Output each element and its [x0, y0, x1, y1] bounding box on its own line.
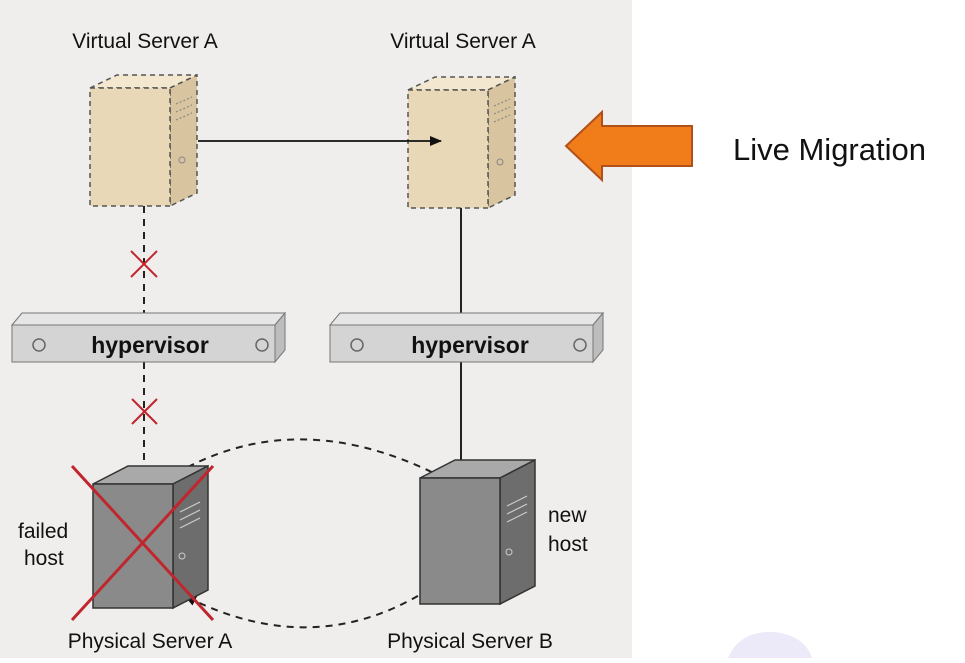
virtual-server-right-icon [407, 75, 516, 210]
migration-curve-upper [164, 438, 463, 489]
new-host-label-line2: host [548, 533, 588, 556]
hypervisor-right-bar [328, 311, 605, 364]
hypervisor-right-label: hypervisor [411, 332, 529, 358]
decorative-blob [728, 631, 812, 658]
hypervisor-left-screw-icon [255, 338, 269, 352]
hypervisor-left-screw-icon [32, 338, 46, 352]
physical-server-a-icon [92, 464, 209, 610]
physical-server-b-label: Physical Server B [387, 630, 553, 653]
virtual-server-right-label: Virtual Server A [390, 30, 536, 53]
live-migration-label: Live Migration [733, 132, 926, 167]
physical-server-a-label: Physical Server A [68, 630, 233, 653]
failed-host-label-line1: failed [18, 520, 68, 543]
orange-arrow-icon [564, 109, 693, 183]
hypervisor-right-screw-icon [573, 338, 587, 352]
new-host-label-line1: new [548, 504, 587, 527]
virtual-server-left-label: Virtual Server A [72, 30, 218, 53]
hypervisor-left-bar [10, 311, 287, 364]
physical-server-b-icon [419, 458, 536, 606]
failed-host-label-line2: host [24, 547, 64, 570]
link-broken-x-icon-upper [130, 250, 158, 278]
server-failed-x-icon [70, 464, 215, 622]
hypervisor-left-label: hypervisor [91, 332, 209, 358]
link-broken-x-icon-lower [131, 398, 158, 425]
hypervisor-right-screw-icon [350, 338, 364, 352]
virtual-server-left-icon [89, 73, 198, 208]
migration-curve-lower [184, 581, 441, 629]
